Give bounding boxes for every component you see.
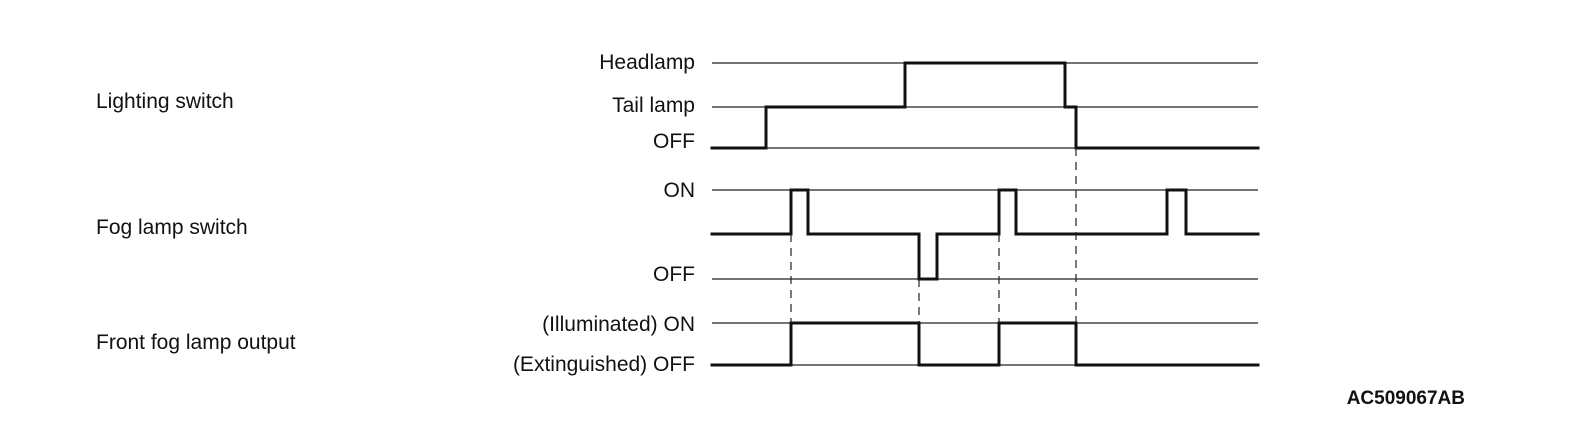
waveform-fog-lamp-switch	[710, 188, 1260, 281]
level-label-output-off: (Extinguished) OFF	[513, 353, 695, 376]
signal-name-front-fog-lamp-output: Front fog lamp output	[96, 331, 296, 354]
signal-name-fog-lamp-switch: Fog lamp switch	[96, 216, 248, 239]
level-label-tail-lamp: Tail lamp	[612, 94, 695, 117]
figure-code: AC509067AB	[1347, 388, 1465, 409]
timing-guides	[790, 148, 1077, 323]
waveform-front-fog-lamp-output	[710, 321, 1260, 367]
level-label-fog-off: OFF	[653, 263, 695, 286]
level-label-headlamp: Headlamp	[599, 51, 695, 74]
waveform-lighting-switch	[710, 61, 1260, 150]
signal-name-lighting-switch: Lighting switch	[96, 90, 234, 113]
level-label-output-on: (Illuminated) ON	[542, 313, 695, 336]
level-label-fog-on: ON	[664, 179, 696, 202]
level-label-lighting-off: OFF	[653, 130, 695, 153]
